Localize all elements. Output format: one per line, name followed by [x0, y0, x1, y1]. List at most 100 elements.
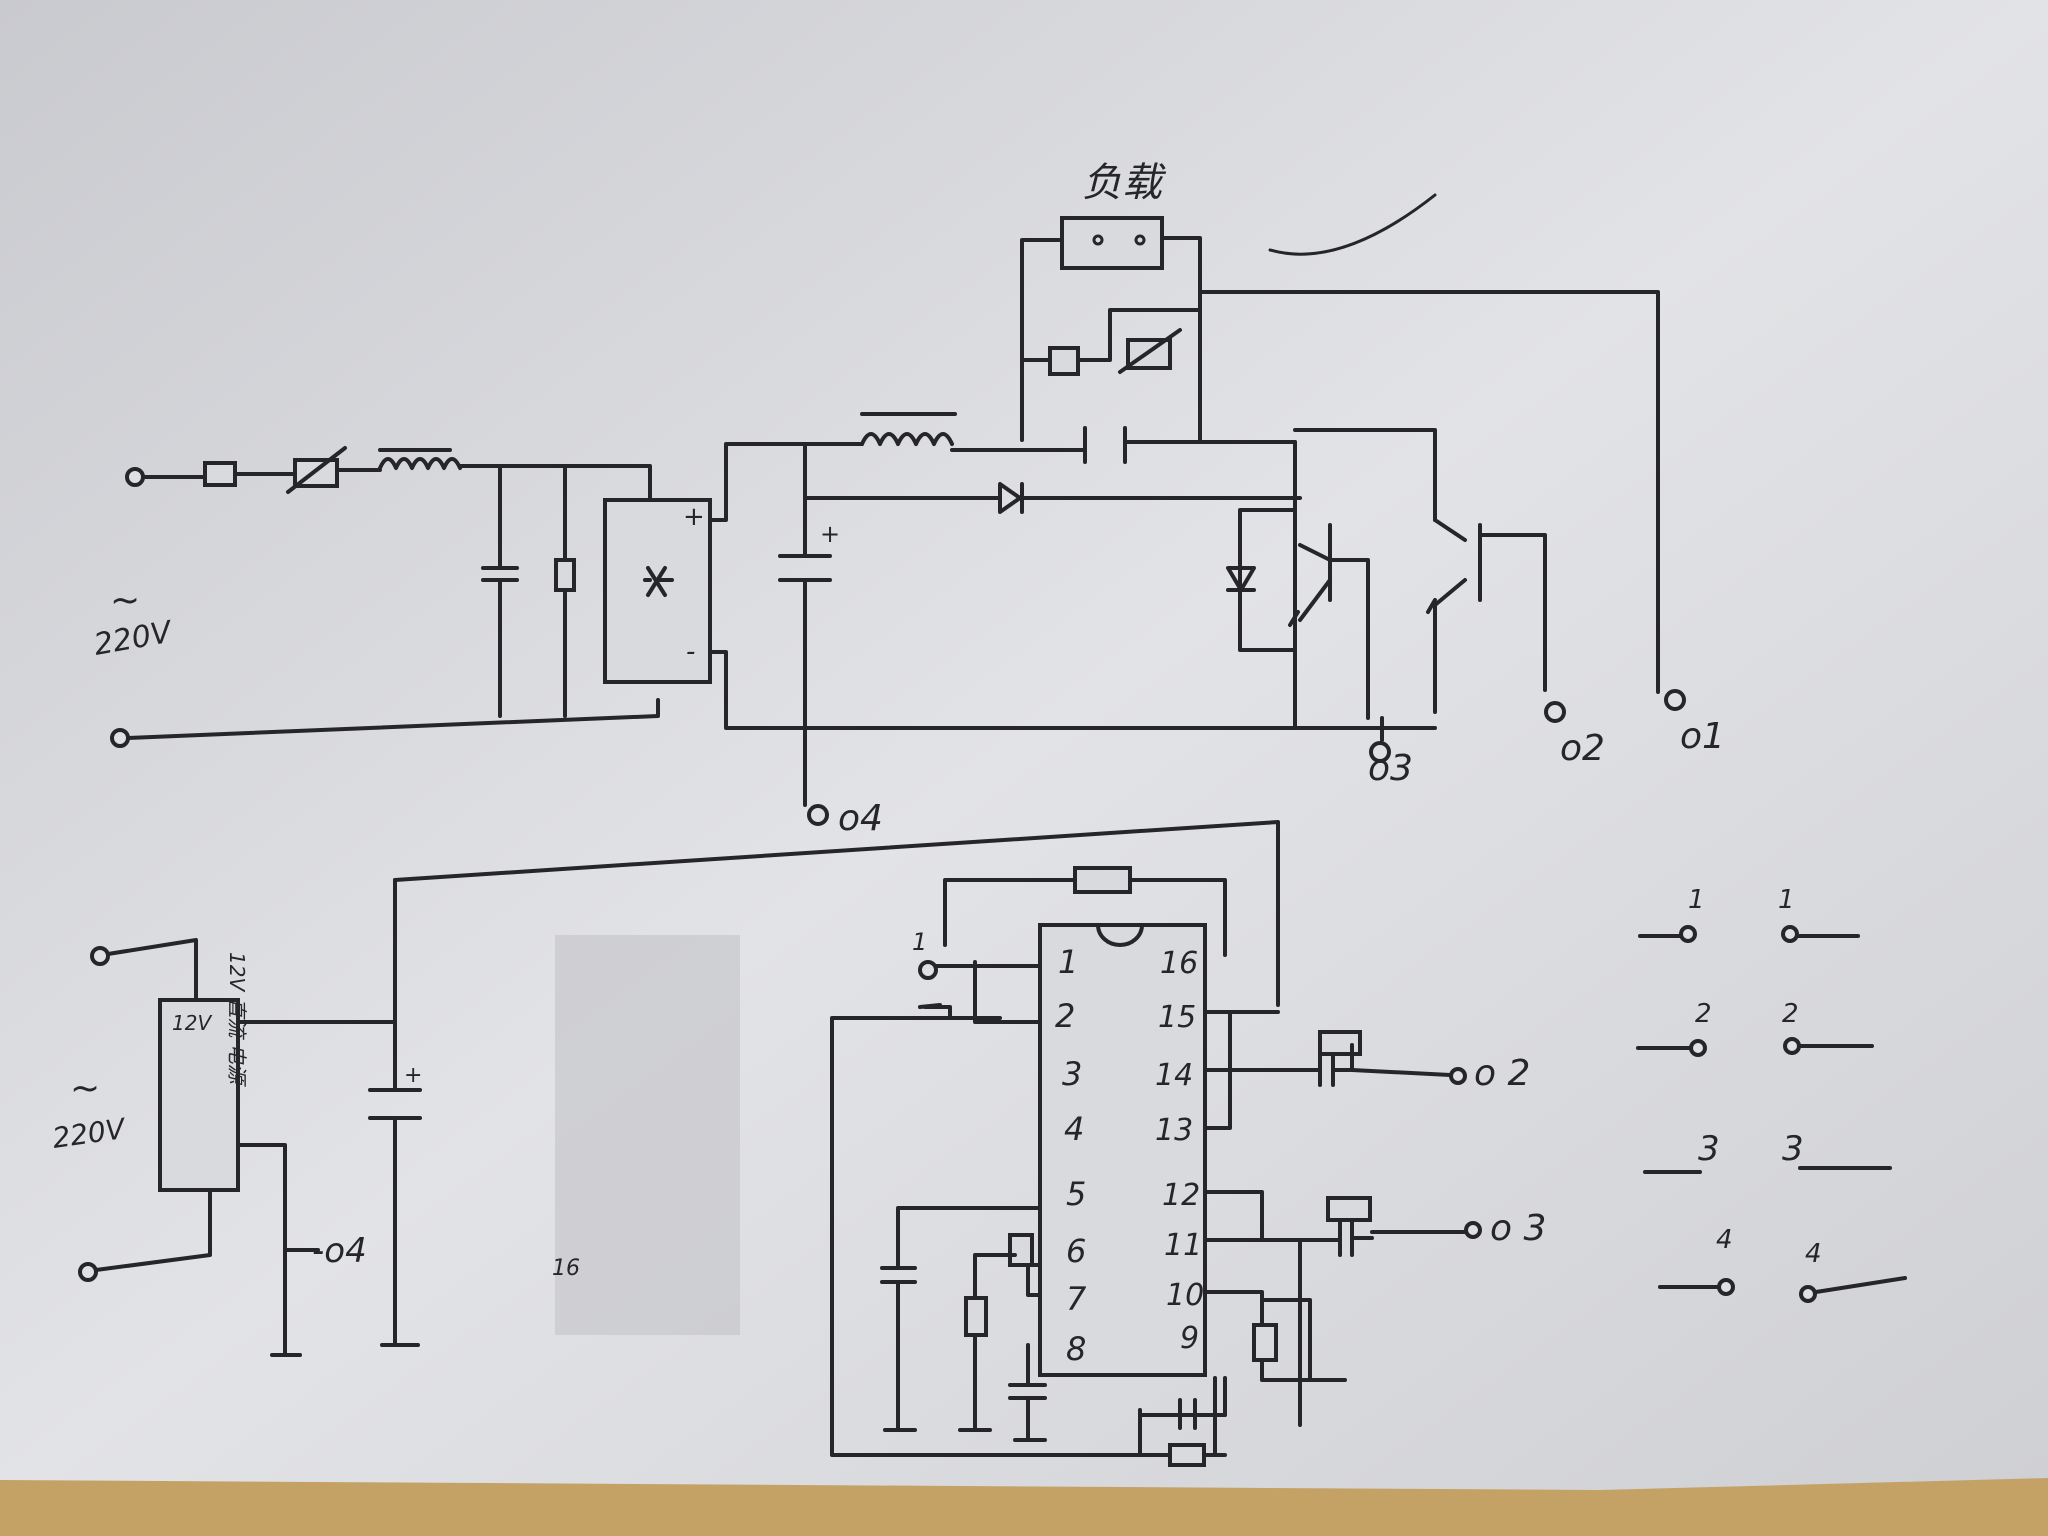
- connector-4-right-pin: [1799, 1285, 1817, 1303]
- igbt-2-gate: [1478, 533, 1547, 692]
- ac-symbol-top: ~: [110, 580, 140, 621]
- ic-input-terminal: [918, 960, 938, 980]
- bulk-cap-plus: +: [820, 520, 840, 548]
- connector-2-right-label: 2: [1782, 999, 1799, 1029]
- psu-module: [158, 998, 240, 1192]
- thermistor: [293, 458, 339, 488]
- terminal-4: [807, 804, 829, 826]
- ac-input-terminal-bottom: [110, 728, 130, 748]
- ic-pin-6: 6: [1066, 1232, 1086, 1270]
- paper-sheet: [0, 0, 2048, 1490]
- psu-input-terminal-bottom: [78, 1262, 98, 1282]
- wire: [126, 698, 660, 740]
- connector-2: 2 2: [1636, 999, 1874, 1057]
- ic-pin9-res: [1168, 1443, 1206, 1467]
- bridge-plus: +: [683, 502, 705, 532]
- load-pin-a: [1092, 234, 1104, 246]
- connector-2-left-pin: [1689, 1039, 1707, 1057]
- wire: [918, 1003, 942, 1009]
- ic-output-cap-2: [1228, 1053, 1352, 1087]
- load-box: [1060, 216, 1164, 270]
- ic-notch: [1096, 923, 1144, 947]
- bridge-minus: -: [686, 637, 695, 667]
- driver-ic-section: 1 2 3 4 5 6 7 8 16 15 14 13 12 11 10 9 1: [830, 866, 1546, 1467]
- wire: [1260, 1298, 1337, 1382]
- connector-4: 4 4: [1658, 1225, 1907, 1303]
- bridge-diode-symbol: [643, 566, 674, 597]
- x-capacitor-2: [554, 558, 576, 592]
- ic-pin-4: 4: [1064, 1110, 1084, 1148]
- wire: [708, 442, 807, 522]
- connector-1: 1 1: [1638, 885, 1860, 943]
- thermistor-load-slash: [1118, 328, 1182, 374]
- ic-pin6-res: [1008, 1233, 1034, 1267]
- power-stage: ~ 220V + - + o4: [91, 160, 1725, 839]
- ic-pin-5: 5: [1066, 1175, 1086, 1213]
- connector-1-left-label: 1: [1688, 885, 1705, 915]
- ic-pin-7: 7: [1066, 1280, 1087, 1318]
- freewheel-diode-loop: [1238, 508, 1297, 652]
- connector-4-right-label: 4: [1805, 1239, 1822, 1269]
- load-label: 负载: [1082, 160, 1167, 206]
- erased-smudge: [555, 935, 740, 1335]
- inductor-pfc: [860, 432, 954, 446]
- igbt-2: [1433, 518, 1482, 714]
- psu-section: ~ 220V 12V 12V 直流 电源 -o4 +: [50, 820, 1280, 1357]
- psu-negative-line: [236, 1143, 287, 1357]
- connector-1-right-pin: [1781, 925, 1799, 943]
- wire: [458, 464, 652, 502]
- freewheel-diode: [1226, 566, 1256, 592]
- ic-output-res-3: [1326, 1196, 1372, 1222]
- ic-pin-8: 8: [1066, 1330, 1086, 1368]
- bridge-rectifier: [603, 498, 712, 684]
- psu-voltage-label: 12V: [172, 1011, 212, 1035]
- ic-pin-9: 9: [1180, 1321, 1199, 1356]
- terminal-4-label: o4: [838, 798, 883, 839]
- ic-pin8-cap: [1008, 1343, 1047, 1442]
- psu-terminal-4-label: -o4: [312, 1231, 367, 1271]
- terminal-2: [1544, 701, 1566, 723]
- ic-pin-16: 16: [1160, 946, 1198, 981]
- connector-3-right-label: 3: [1782, 1129, 1804, 1169]
- fuse: [203, 461, 237, 487]
- wire: [943, 878, 1227, 957]
- ic-pin5-cap: [880, 1206, 1042, 1432]
- ic-top-resistor: [1073, 866, 1132, 894]
- stray-mark: [1268, 193, 1437, 256]
- inductor-input: [378, 457, 462, 470]
- ic-pin-12: 12: [1162, 1178, 1200, 1213]
- ic-pin-11: 11: [1164, 1228, 1202, 1263]
- wire: [958, 1253, 1017, 1432]
- ic-input-mark: 1: [912, 928, 927, 956]
- psu-cap-plus: +: [404, 1063, 422, 1088]
- ic-pin-2: 2: [1055, 997, 1075, 1035]
- thermistor-slash: [286, 446, 347, 494]
- ic-output-terminal-2: [1449, 1067, 1467, 1085]
- ic-pin-13: 13: [1155, 1113, 1193, 1148]
- ic-pin-15: 15: [1158, 1000, 1196, 1035]
- igbt-2-arrow: [1426, 598, 1437, 614]
- terminal-2-label: o2: [1560, 728, 1605, 769]
- x-capacitor-1: [481, 464, 519, 718]
- ic-pin-1: 1: [1058, 943, 1078, 981]
- dc-negative-rail: [708, 650, 1312, 730]
- psu-input-terminal-top: [90, 946, 110, 966]
- ic-output-terminal-3: [1464, 1221, 1482, 1239]
- wire: [106, 938, 198, 1002]
- ic-pin-3: 3: [1062, 1055, 1082, 1093]
- wire: [1350, 1043, 1452, 1077]
- ic-pin10-res: [1252, 1323, 1278, 1362]
- connector-4-left-label: 4: [1716, 1225, 1733, 1255]
- ic-left-pins: 1 2 3 4 5 6 7 8: [1055, 943, 1087, 1368]
- wire: [1293, 428, 1437, 522]
- wire: [934, 960, 1042, 1024]
- connector-4-right-lead: [1814, 1276, 1907, 1294]
- wire: [94, 1188, 212, 1272]
- psu-filter-capacitor: [368, 878, 422, 1347]
- terminal-3-label: o3: [1368, 748, 1413, 789]
- psu-label: 12V 直流 电源: [225, 952, 249, 1087]
- ic-right-pins: 16 15 14 13 12 11 10 9: [1155, 946, 1204, 1356]
- connector-pinout: 1 1 2 2 3 3 4 4: [1636, 885, 1907, 1303]
